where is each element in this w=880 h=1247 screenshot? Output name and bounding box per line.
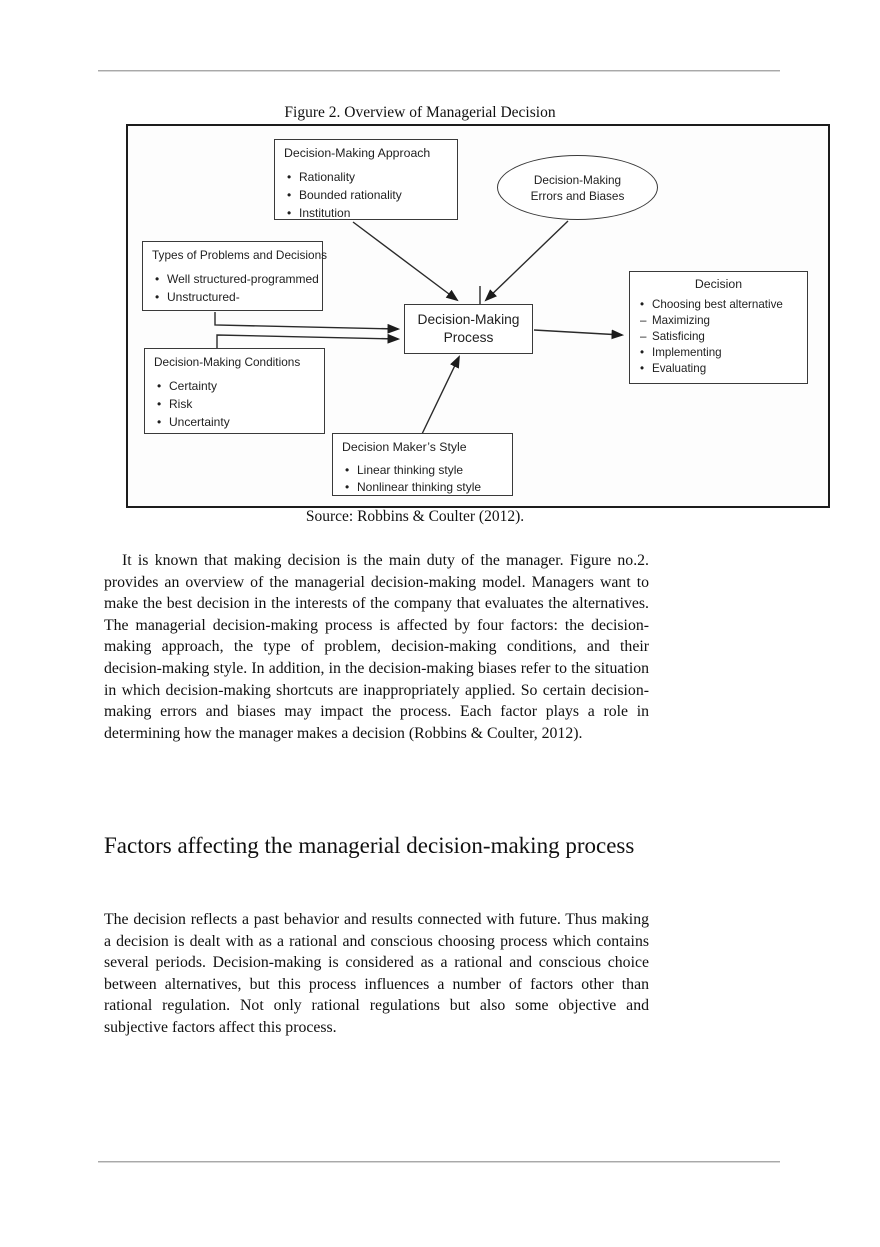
approach-box-title: Decision-Making Approach: [284, 146, 431, 160]
ellipse-line2: Errors and Biases: [530, 188, 625, 203]
figure-frame: Decision-Making Approach Rationality Bou…: [126, 124, 830, 508]
body-paragraph-2: The decision reflects a past behavior an…: [104, 911, 649, 1036]
arrow-process-to-decision: [533, 329, 625, 340]
sub-list-item: Satisficing: [639, 329, 798, 345]
sub-list-item: Maximizing: [639, 313, 798, 329]
style-box-list: Linear thinking style Nonlinear thinking…: [342, 462, 503, 496]
conditions-box-list: Certainty Risk Uncertainty: [154, 377, 315, 431]
source-caption: Source: Robbins & Coulter (2012).: [305, 508, 525, 525]
ellipse-line1: Decision-Making: [533, 172, 622, 187]
types-box-title: Types of Problems and Decisions: [152, 248, 328, 262]
process-box: Decision-Making Process: [404, 304, 533, 354]
style-box: Decision Maker’s Style Linear thinking s…: [332, 433, 513, 496]
conditions-box-title: Decision-Making Conditions: [154, 355, 301, 369]
style-box-title: Decision Maker’s Style: [342, 440, 467, 454]
top-horizontal-rule: [98, 70, 780, 72]
approach-box-list: Rationality Bounded rationality Institut…: [284, 168, 448, 222]
list-item: Unstructured-: [152, 288, 313, 306]
list-item: Uncertainty: [154, 413, 315, 431]
list-item: Well structured-programmed: [152, 270, 319, 288]
process-box-line1: Decision-Making: [417, 312, 520, 327]
list-item: Implementing: [639, 345, 798, 361]
approach-box: Decision-Making Approach Rationality Bou…: [274, 139, 458, 222]
arrow-style-to-process: [421, 355, 460, 435]
decision-box-list: Choosing best alternative Maximizing Sat…: [639, 297, 798, 377]
arrow-errors-to-process: [484, 220, 569, 302]
list-item: Evaluating: [639, 361, 798, 377]
errors-and-biases-ellipse: Decision-Making Errors and Biases: [497, 155, 658, 220]
arrow-conditions-to-process: [216, 333, 401, 348]
body-paragraph-1: It is known that making decision is the …: [104, 552, 649, 742]
list-item: Nonlinear thinking style: [342, 479, 503, 496]
bottom-horizontal-rule: [98, 1161, 780, 1163]
list-item: Certainty: [154, 377, 315, 395]
conditions-box: Decision-Making Conditions Certainty Ris…: [144, 348, 325, 434]
list-item: Linear thinking style: [342, 462, 503, 479]
list-item: Risk: [154, 395, 315, 413]
list-item: Institution: [284, 204, 448, 222]
arrow-types-to-process: [214, 312, 401, 334]
process-box-line2: Process: [443, 330, 494, 345]
decision-box-title: Decision: [694, 277, 743, 291]
types-box: Types of Problems and Decisions Well str…: [142, 241, 328, 311]
list-item: Rationality: [284, 168, 448, 186]
list-item: Choosing best alternative: [639, 297, 798, 313]
figure-caption: Figure 2. Overview of Managerial Decisio…: [284, 104, 556, 121]
arrow-approach-to-process: [352, 221, 459, 302]
list-item: Bounded rationality: [284, 186, 448, 204]
decision-box: Decision Choosing best alternative Maxim…: [629, 271, 808, 384]
section-heading: Factors affecting the managerial decisio…: [104, 833, 635, 858]
types-box-list: Well structured-programmed Unstructured-: [152, 270, 319, 306]
